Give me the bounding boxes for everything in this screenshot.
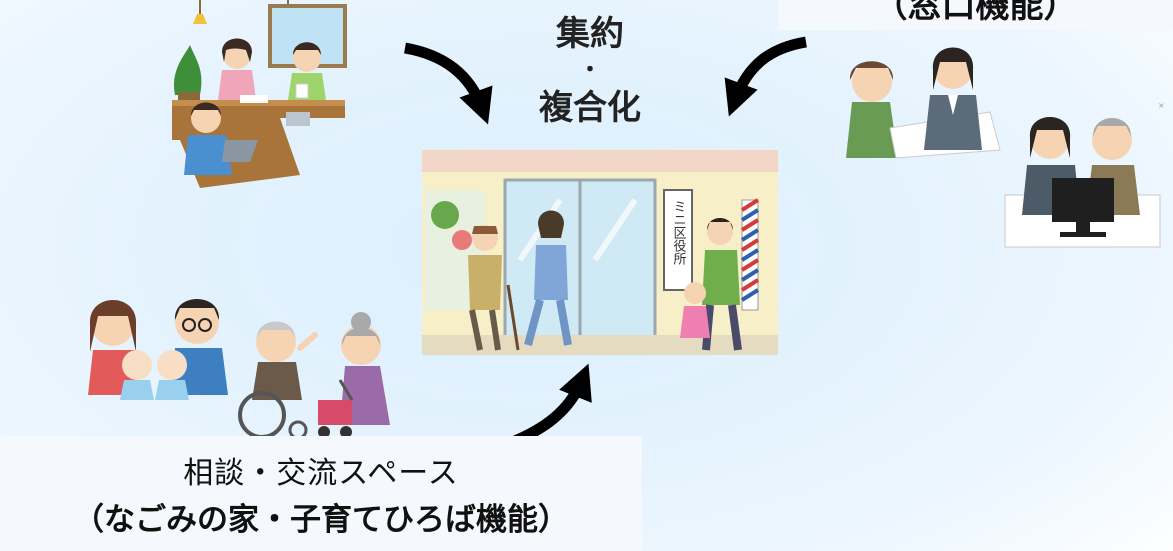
arrow-from-counter (724, 36, 807, 117)
svg-text:×: × (1158, 101, 1165, 110)
meeting-illustration (172, 0, 347, 188)
consultation-space-label: 相談・交流スペース （なごみの家・子育てひろば機能） (0, 436, 642, 551)
counter-illustration (846, 47, 1161, 248)
consolidation-dot: ・ (578, 58, 601, 83)
counter-function-label: （窓口機能） (778, 0, 1173, 30)
consolidation-text: 集約 (556, 14, 624, 54)
arrow-from-meeting (403, 42, 493, 125)
mini-ward-office-storefront: ミニ区役所 (422, 150, 778, 355)
community-illustration (88, 299, 390, 440)
consultation-space-title: 相談・交流スペース (183, 456, 459, 491)
multifunction-text: 複合化 (539, 88, 641, 128)
counter-function-text: （窓口機能） (873, 0, 1078, 26)
storefront-sign: ミニ区役所 (671, 200, 687, 265)
consultation-space-subtitle: （なごみの家・子育てひろば機能） (73, 502, 569, 538)
